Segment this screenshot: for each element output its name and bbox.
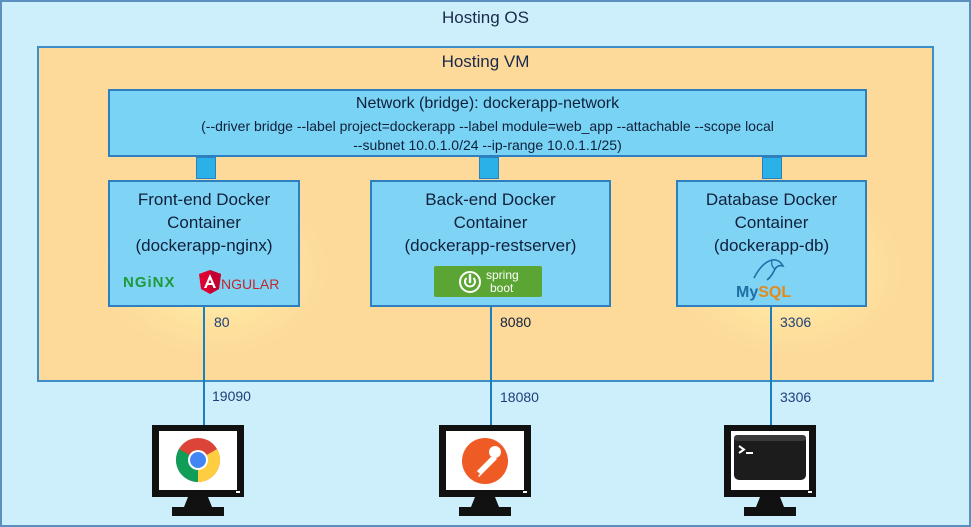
frontend-port-line: [203, 307, 205, 432]
network-connector-frontend: [196, 157, 216, 179]
network-connector-db: [762, 157, 782, 179]
spring-power-icon: [459, 271, 481, 293]
backend-container-line3: (dockerapp-restserver): [404, 236, 577, 255]
mysql-dolphin-icon: [753, 259, 785, 281]
backend-port-line: [490, 307, 492, 432]
db-inner-port: 3306: [780, 314, 812, 330]
frontend-container-line2: Container: [167, 213, 241, 232]
backend-inner-port: 8080: [500, 314, 532, 330]
terminal-monitor-icon: [724, 425, 816, 516]
db-outer-port: 3306: [780, 389, 812, 405]
db-container-line2: Container: [734, 213, 809, 232]
backend-container-line1: Back-end Docker: [425, 190, 556, 209]
postman-monitor-icon: [439, 425, 531, 516]
network-options-line2: --subnet 10.0.1.0/24 --ip-range 10.0.1.1…: [353, 137, 622, 153]
boot-logo-text: boot: [490, 281, 514, 295]
spring-boot-logo: [434, 266, 542, 297]
angular-shield-icon: [199, 270, 221, 294]
backend-container-line2: Container: [453, 213, 528, 232]
db-container-line3: (dockerapp-db): [713, 236, 830, 255]
backend-outer-port: 18080: [500, 389, 539, 405]
network-options-line1: (--driver bridge --label project=dockera…: [201, 118, 774, 134]
frontend-outer-port: 19090: [212, 388, 251, 404]
spring-logo-text: spring: [486, 268, 519, 282]
frontend-container-line3: (dockerapp-nginx): [135, 236, 273, 255]
mysql-logo: MySQL: [736, 284, 791, 302]
db-container-box: [676, 180, 867, 307]
mysql-sql-text: SQL: [758, 284, 792, 301]
network-connector-backend: [479, 157, 499, 179]
db-port-line: [770, 307, 772, 432]
frontend-container-line1: Front-end Docker: [137, 190, 271, 209]
angular-logo-text: NGULAR: [221, 276, 280, 292]
mysql-my-text: My: [736, 284, 759, 301]
chrome-monitor-icon: [152, 425, 244, 516]
db-container-line1: Database Docker: [705, 190, 838, 209]
frontend-inner-port: 80: [214, 314, 230, 330]
hosting-vm-label: Hosting VM: [441, 52, 530, 71]
nginx-logo: NGiNX: [123, 274, 176, 291]
network-box: [108, 89, 867, 157]
network-title: Network (bridge): dockerapp-network: [355, 95, 620, 112]
hosting-os-label: Hosting OS: [442, 8, 529, 27]
